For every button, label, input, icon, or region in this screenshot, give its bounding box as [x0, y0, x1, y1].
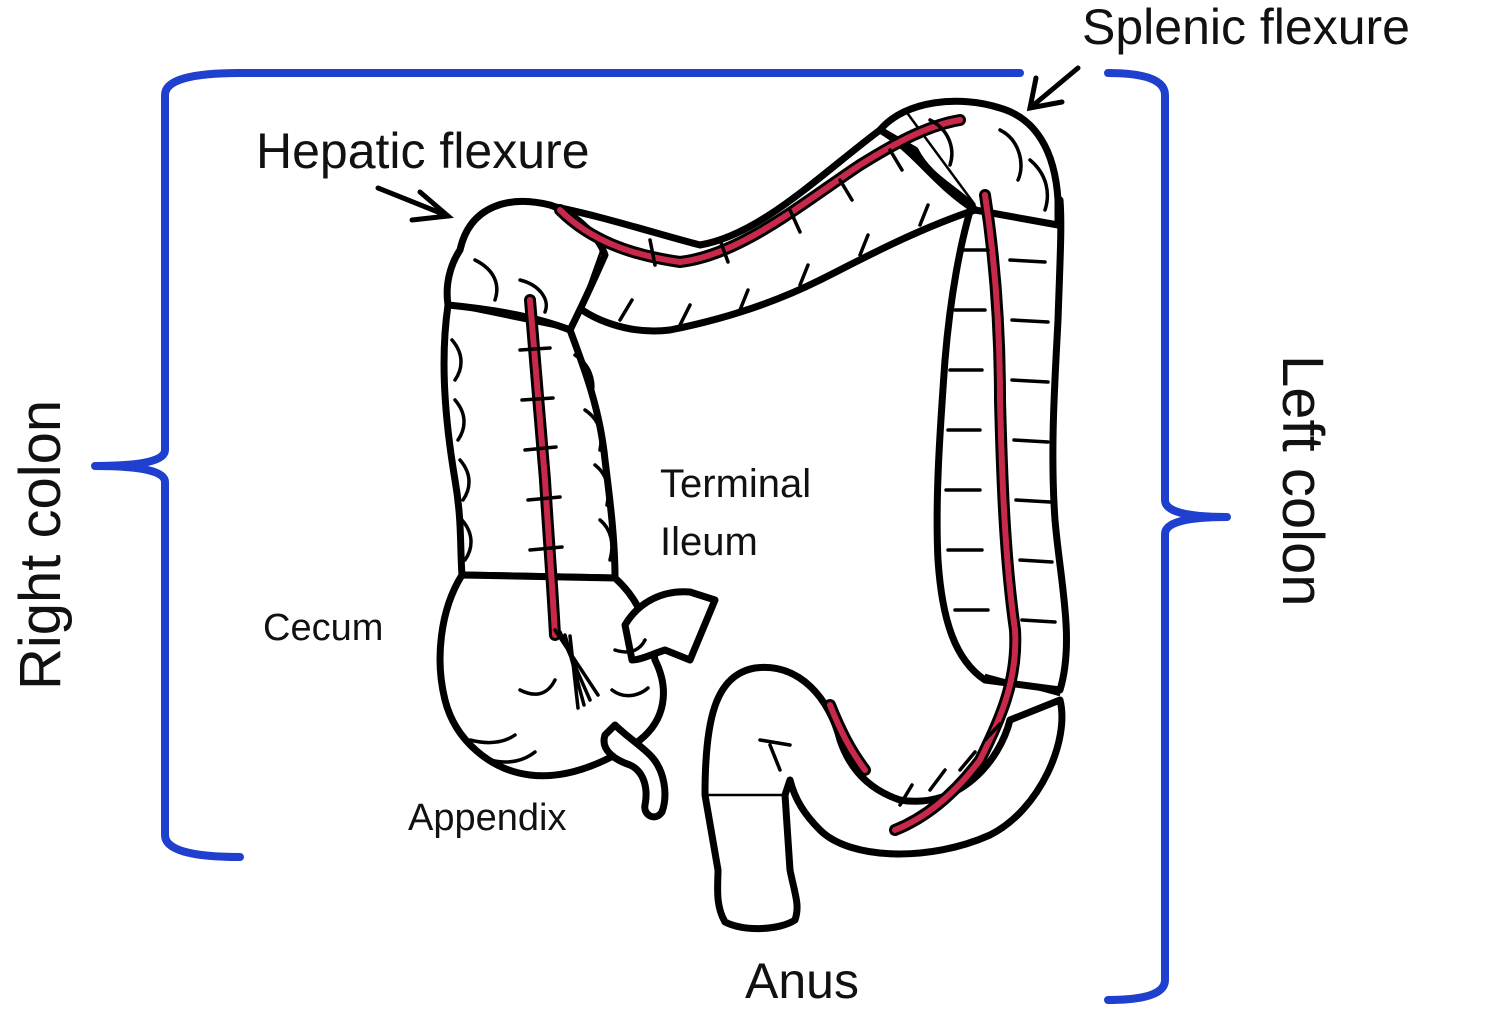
left-colon-label: Left colon [1270, 355, 1335, 607]
hepatic-flexure-label: Hepatic flexure [256, 123, 590, 179]
right-colon-label: Right colon [8, 400, 73, 690]
splenic-flexure-arrow [1026, 65, 1081, 112]
haustra-markings [450, 118, 1057, 807]
left-colon-bracket [1104, 69, 1231, 1004]
appendix [600, 721, 669, 821]
hepatic-flexure-arrow [375, 185, 454, 223]
colon [436, 97, 1070, 933]
taenia-coli [524, 114, 1022, 836]
terminal-ileum-label-line1: Terminal [660, 462, 811, 506]
anus-label: Anus [745, 953, 859, 1006]
rectum [701, 663, 1066, 933]
terminal-ileum [621, 588, 719, 664]
right-colon-bracket [91, 69, 1024, 861]
terminal-ileum-label-line2: Ileum [660, 520, 758, 564]
appendix-label: Appendix [408, 797, 566, 839]
cecum-label: Cecum [263, 607, 383, 649]
splenic-flexure-label: Splenic flexure [1082, 0, 1410, 55]
ascending-colon [440, 301, 619, 582]
